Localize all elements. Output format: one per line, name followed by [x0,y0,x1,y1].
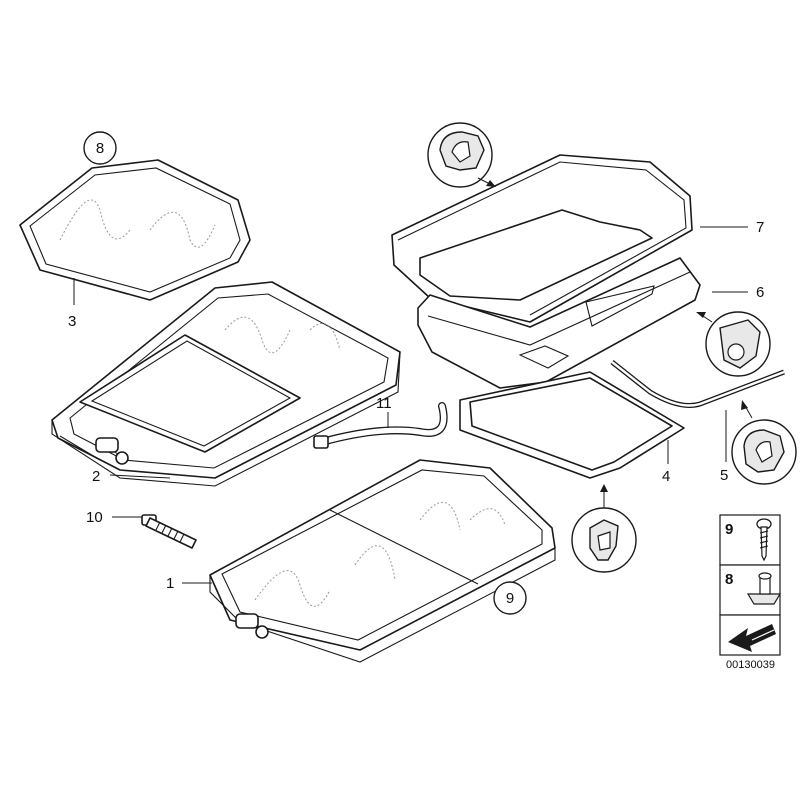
callout-circle-9 [493,581,527,615]
leader-2 [109,474,171,479]
stud-screw [141,514,197,549]
headliner-panel [19,159,251,301]
label-5: 5 [720,467,728,484]
side-seal-strip [610,360,785,408]
label-1: 1 [166,575,174,592]
seal-profile-callout-5 [731,400,797,485]
outer-seal [391,154,693,323]
reference-number: 00130039 [726,659,775,671]
clip-nut-icon [746,572,782,605]
label-7: 7 [756,219,764,236]
legend-label-8: 8 [725,571,733,588]
label-8-top: 8 [96,140,104,157]
label-11: 11 [376,395,392,412]
wind-deflector-frame [417,257,701,389]
legend-label-9: 9 [725,521,733,538]
sunroof-frame [51,281,401,487]
direction-arrow-icon [728,624,776,652]
drain-hose [313,402,448,449]
label-3: 3 [68,313,76,330]
callout-circle-8-top [83,131,117,165]
label-10: 10 [86,509,103,526]
label-2: 2 [92,468,100,485]
label-9: 9 [506,590,514,607]
seal-profile-callout-7 [427,122,496,188]
label-4: 4 [662,468,670,485]
screw-icon [756,518,772,562]
seal-profile-callout-6 [696,311,771,377]
rear-seal [459,371,685,479]
seal-profile-callout-4 [571,484,637,573]
glass-panel-assembly [209,459,556,663]
label-6: 6 [756,284,764,301]
